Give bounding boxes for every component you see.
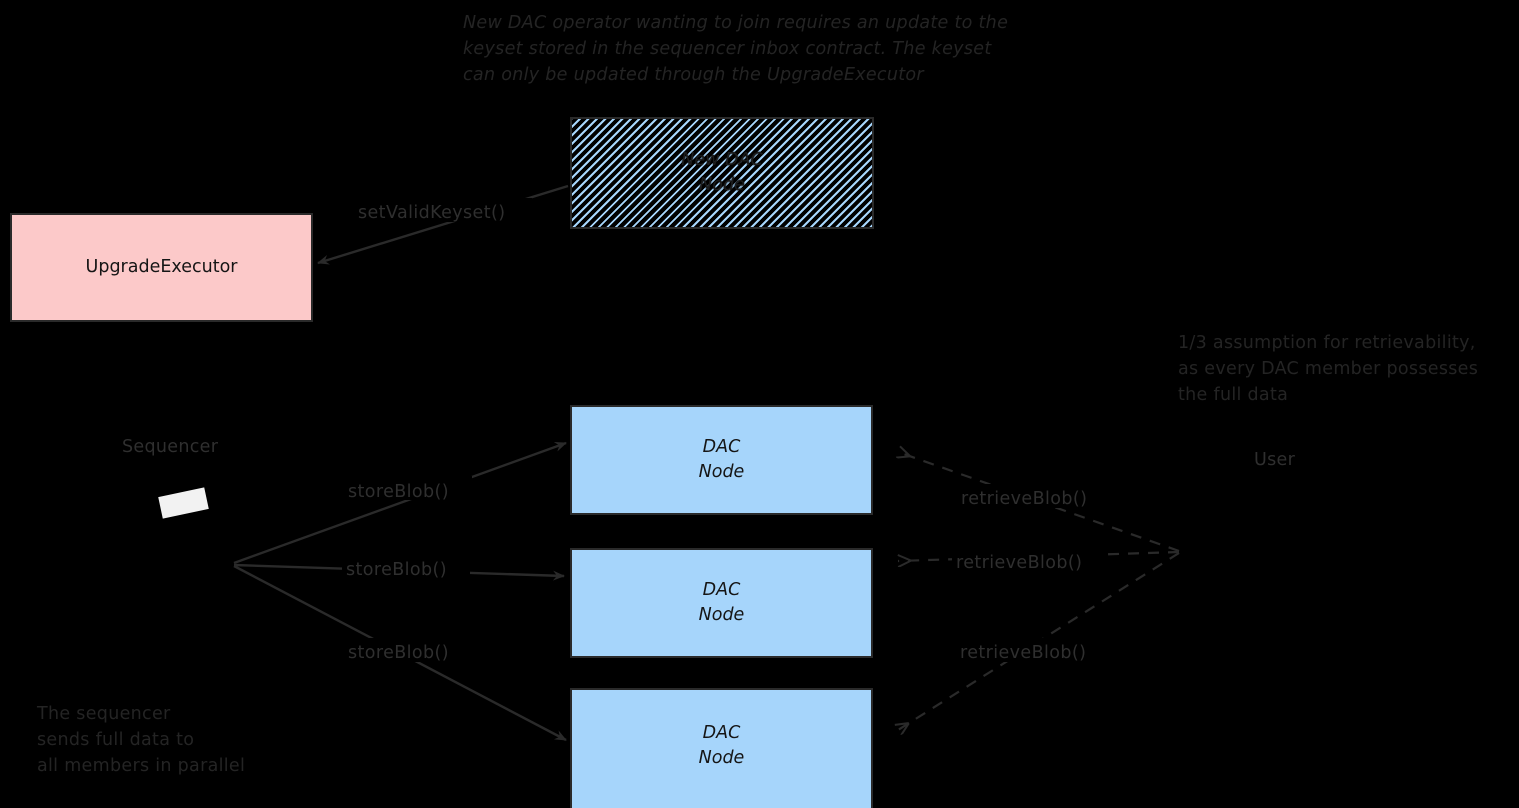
node-new-dac-node-line2: Node [699,175,745,195]
note-retrievability: 1/3 assumption for retrievability, as ev… [1178,333,1479,405]
node-dac-node-1[interactable]: DAC Node [570,405,873,515]
node-dac-node-3[interactable]: DAC Node [570,688,873,808]
node-dac-node-2-line1: DAC [702,579,741,600]
edge-set-valid-keyset-label: setValidKeyset() [358,203,505,223]
edge-retrieve-blob-3: retrieveBlob() [898,552,1180,730]
node-dac-node-2-line2: Node [698,605,745,625]
node-dac-node-3-line1: DAC [702,722,741,743]
node-new-dac-node-label: New DAC Node [681,148,762,199]
note-sequencer-parallel: The sequencer sends full data to all mem… [37,704,246,776]
node-new-dac-node[interactable]: New DAC Node [570,117,874,229]
node-dac-node-2-label: DAC Node [699,578,745,629]
edge-store-blob-3-label: storeBlob() [348,643,449,663]
actor-user-label: User [1254,450,1296,470]
edge-store-blob-2-label: storeBlob() [346,560,447,580]
node-upgrade-executor[interactable]: UpgradeExecutor [10,213,313,322]
edge-store-blob-2: storeBlob() [233,554,565,581]
node-upgrade-executor-label: UpgradeExecutor [85,256,238,277]
edge-store-blob-1-label: storeBlob() [348,482,449,502]
edge-set-valid-keyset: setValidKeyset() [317,184,569,265]
node-dac-node-1-line2: Node [698,462,745,482]
node-dac-node-1-line1: DAC [702,436,741,457]
edge-store-blob-1: storeBlob() [233,441,567,565]
edge-retrieve-blob-1-label: retrieveBlob() [961,489,1087,509]
node-new-dac-node-line1: New DAC [681,149,763,170]
edge-retrieve-blob-3-label: retrieveBlob() [960,643,1086,663]
node-dac-node-2[interactable]: DAC Node [570,548,873,658]
edge-retrieve-blob-2-label: retrieveBlob() [956,553,1082,573]
actor-sequencer-label: Sequencer [122,437,219,457]
note-keyset-update: New DAC operator wanting to join require… [463,13,1009,85]
edge-retrieve-blob-2: retrieveBlob() [898,548,1180,573]
actor-sequencer-icon [158,487,209,519]
edge-retrieve-blob-1: retrieveBlob() [898,452,1180,553]
node-dac-node-3-line2: Node [698,748,745,768]
node-dac-node-1-label: DAC Node [699,435,745,486]
node-dac-node-3-label: DAC Node [699,721,745,772]
